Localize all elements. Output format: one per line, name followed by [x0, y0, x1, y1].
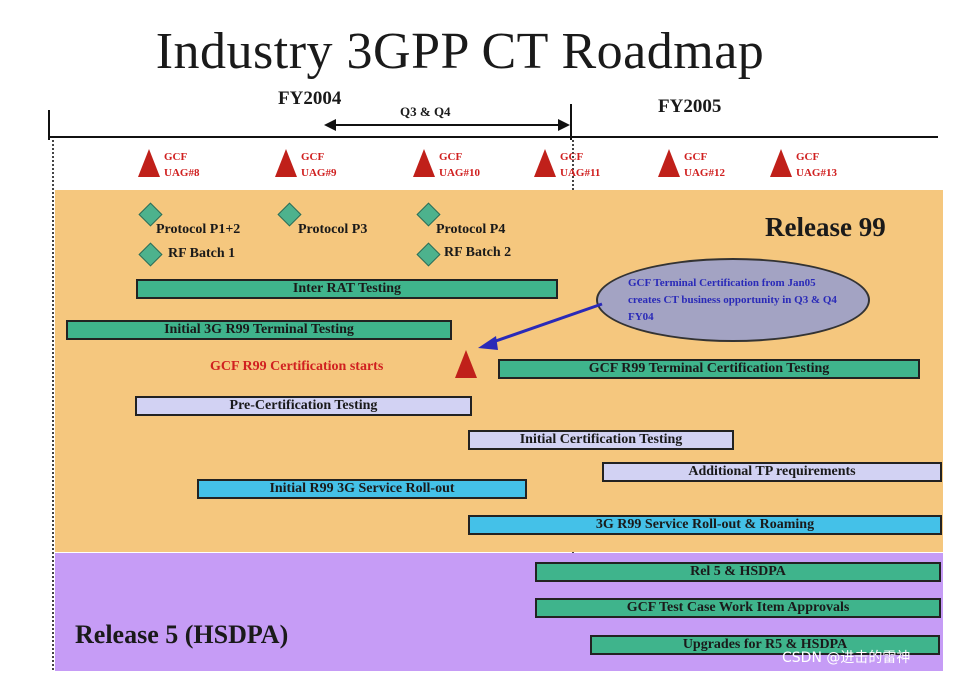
- meeting-triangle-icon: [275, 149, 297, 177]
- fy-divider-tick: [570, 104, 572, 140]
- timeline-axis: [48, 136, 938, 138]
- milestone-protocol-p1-2: Protocol P1+2: [156, 222, 241, 237]
- bar-inter-rat-testing: Inter RAT Testing: [136, 279, 558, 299]
- fy2005-label: FY2005: [658, 96, 722, 117]
- milestone-protocol-p4: Protocol P4: [436, 222, 506, 237]
- bar-pre-certification-testing: Pre-Certification Testing: [135, 396, 472, 416]
- q3-q4-arrow-left-head: [324, 119, 336, 131]
- meeting-triangle-icon: [413, 149, 435, 177]
- note-arrow-head: [478, 336, 498, 350]
- note-bubble: GCF Terminal Certification from Jan05 cr…: [596, 258, 870, 342]
- r99-start-triangle-icon: [455, 350, 477, 378]
- q3-q4-label: Q3 & Q4: [400, 104, 451, 119]
- milestone-rf-batch-1: RF Batch 1: [168, 246, 236, 261]
- bar-gcf-r99-terminal-certification: GCF R99 Terminal Certification Testing: [498, 359, 920, 379]
- bar-rel5-hsdpa: Rel 5 & HSDPA: [535, 562, 941, 582]
- meeting-triangle-icon: [534, 149, 556, 177]
- watermark: CSDN @进击的雷神: [782, 650, 911, 666]
- timeline-start-tick: [48, 110, 50, 140]
- q3-q4-arrow-right-head: [558, 119, 570, 131]
- bar-r99-service-rollout-roaming: 3G R99 Service Roll-out & Roaming: [468, 515, 942, 535]
- bar-initial-3g-terminal-testing: Initial 3G R99 Terminal Testing: [66, 320, 452, 340]
- bar-gcf-test-case-approvals: GCF Test Case Work Item Approvals: [535, 598, 941, 618]
- milestone-rf-batch-2: RF Batch 2: [444, 245, 512, 260]
- fy2004-label: FY2004: [278, 88, 342, 109]
- timeline-start-guide: [52, 140, 54, 670]
- bar-upgrades-r5-hsdpa: Upgrades for R5 & HSDPA: [590, 635, 940, 655]
- meeting-triangle-icon: [138, 149, 160, 177]
- milestone-protocol-p3: Protocol P3: [298, 222, 368, 237]
- meeting-triangle-icon: [770, 149, 792, 177]
- q3-q4-arrow: [324, 119, 570, 131]
- release-99-label: Release 99: [765, 212, 886, 242]
- meeting-triangle-icon: [658, 149, 680, 177]
- bar-initial-r99-service-rollout: Initial R99 3G Service Roll-out: [197, 479, 527, 499]
- r99-certification-start-label: GCF R99 Certification starts: [210, 359, 384, 374]
- note-arrow-shaft: [489, 302, 603, 345]
- release-5-label: Release 5 (HSDPA): [75, 620, 289, 649]
- bar-additional-tp-requirements: Additional TP requirements: [602, 462, 942, 482]
- bar-initial-certification-testing: Initial Certification Testing: [468, 430, 734, 450]
- page-title: Industry 3GPP CT Roadmap: [155, 23, 765, 80]
- note-arrow: [478, 302, 603, 350]
